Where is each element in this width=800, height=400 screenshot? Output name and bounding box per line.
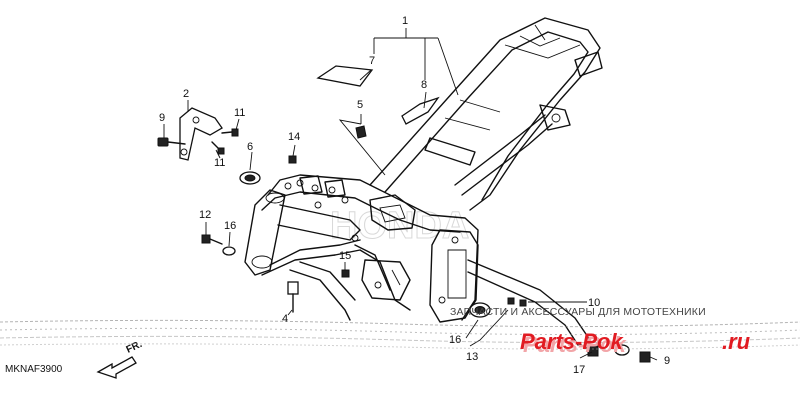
direction-label: FR. <box>125 339 144 356</box>
callout-9-left: 9 <box>159 112 165 124</box>
callout-5: 5 <box>357 99 363 111</box>
callout-17: 17 <box>573 364 585 376</box>
part-5-bushing <box>355 125 367 139</box>
callout-15: 15 <box>339 250 351 262</box>
callout-labels: 1 2 4 5 6 7 8 9 9 10 11 11 12 13 14 15 1… <box>159 15 670 376</box>
part-8-side-pad <box>401 96 440 125</box>
callout-1: 1 <box>402 15 408 27</box>
part-12-bolt <box>201 234 223 245</box>
callout-7: 7 <box>369 55 375 67</box>
callout-2: 2 <box>183 88 189 100</box>
callout-13: 13 <box>466 351 478 363</box>
watermark-text: ЗАПЧАСТИ И АКСЕССУАРЫ ДЛЯ МОТОТЕХНИКИ <box>450 306 706 318</box>
callout-12: 12 <box>199 209 211 221</box>
watermark-logo: Parts-Pok <box>520 329 624 354</box>
callout-6: 6 <box>247 141 253 153</box>
callout-9-right: 9 <box>664 355 670 367</box>
watermark-logo-suffix: .ru <box>722 329 751 354</box>
callout-16-right: 16 <box>449 334 461 346</box>
callout-16-left: 16 <box>224 220 236 232</box>
front-direction-arrow: FR. <box>96 339 144 379</box>
part-9-bolt-left <box>157 137 186 147</box>
part-16-rear-collar <box>469 302 491 318</box>
leader-lines <box>163 28 658 361</box>
callout-8: 8 <box>421 79 427 91</box>
part-11-bolts <box>211 128 239 155</box>
part-4-bolt <box>287 281 299 313</box>
background-brand-watermark: HONDA <box>330 205 469 247</box>
part-6-mount <box>239 171 261 185</box>
part-16-collar <box>222 246 236 256</box>
callout-11-upper: 11 <box>234 107 245 119</box>
watermark-logo-shadow: Parts-Pok <box>523 332 627 357</box>
part-9-bolt-right <box>614 344 651 363</box>
diagram-code: MKNAF3900 <box>5 364 63 375</box>
part-7-seat-pad <box>316 65 374 87</box>
callout-10: 10 <box>588 297 600 309</box>
part-15-nut <box>341 269 350 278</box>
part-14-nut <box>288 155 297 164</box>
callout-14: 14 <box>288 131 300 143</box>
watermark-band: ЗАПЧАСТИ И АКСЕССУАРЫ ДЛЯ МОТОТЕХНИКИ Pa… <box>0 306 800 357</box>
part-2-bracket <box>179 107 223 161</box>
callout-11-lower: 11 <box>214 157 225 169</box>
frame-body <box>244 17 603 346</box>
part-17-bolt <box>571 339 599 357</box>
part-10-bolts <box>507 297 527 307</box>
callout-4: 4 <box>282 313 288 325</box>
